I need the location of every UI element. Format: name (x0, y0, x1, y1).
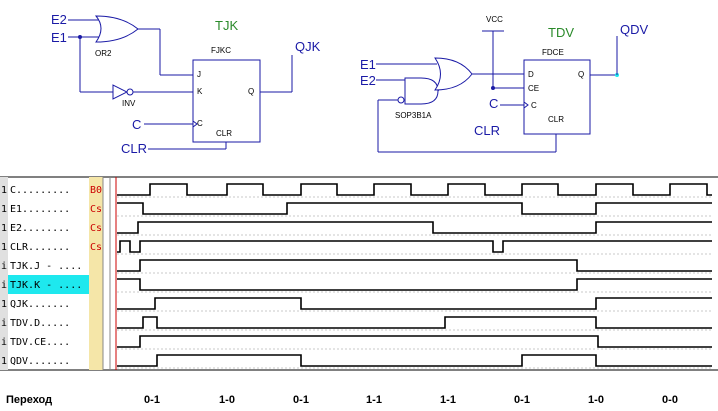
transition-label: 0-1 (293, 394, 309, 406)
pin-k: K (197, 87, 203, 96)
pin-ce: CE (528, 84, 539, 93)
signal-tag: Cs (90, 242, 102, 253)
transition-label: 0-0 (662, 394, 678, 406)
transition-label: 1-0 (219, 394, 235, 406)
waveforms (117, 183, 712, 367)
signal-prefix: i (1, 337, 7, 348)
signal-name[interactable]: QDV....... (10, 356, 70, 367)
signal-prefix: 1 (1, 223, 7, 234)
signal-prefix: i (1, 261, 7, 272)
signal-name[interactable]: TJK.J - .... (10, 261, 82, 272)
jk-schematic: E2 E1 OR2 INV TJK FJKC J K Q C CLR C CLR (51, 12, 321, 156)
or-gate-2 (434, 57, 473, 91)
clock-label-2: C (489, 96, 498, 111)
signal-tag: B0 (90, 185, 102, 196)
signal-prefix: 1 (1, 299, 7, 310)
signal-name[interactable]: QJK....... (10, 299, 70, 310)
pin-c-2: C (531, 101, 537, 110)
clock-label: C (132, 117, 141, 132)
and-gate (404, 77, 439, 105)
vcc-label: VCC (486, 15, 503, 24)
waveform (117, 240, 712, 253)
input-e2-label: E2 (51, 12, 67, 27)
pin-clr-2: CLR (548, 115, 564, 124)
fdce-flipflop (523, 59, 591, 135)
row-highlight (8, 275, 89, 294)
signal-tag: Cs (90, 223, 102, 234)
signal-name[interactable]: TJK.K - .... (10, 280, 82, 291)
signal-name[interactable]: TDV.CE.... (10, 337, 70, 348)
waveform (117, 183, 712, 196)
signal-prefix: 1 (1, 185, 7, 196)
clear-label: CLR (121, 141, 147, 156)
waveform (117, 335, 712, 348)
or-gate-label: OR2 (95, 49, 112, 58)
output-qdv-label: QDV (620, 22, 649, 37)
signal-prefix: i (1, 280, 7, 291)
transition-title: Переход (6, 394, 52, 406)
signal-name[interactable]: CLR....... (10, 242, 70, 253)
transition-labels: Переход 0-1 1-0 0-1 1-1 1-1 0-1 1-0 0-0 (6, 394, 678, 406)
signal-prefix: i (1, 318, 7, 329)
transition-label: 1-0 (588, 394, 604, 406)
input-e1-label: E1 (51, 30, 67, 45)
pin-clr: CLR (216, 129, 232, 138)
pin-c: C (197, 119, 203, 128)
waveform (117, 202, 712, 215)
pin-d: D (528, 70, 534, 79)
signal-prefix: 1 (1, 242, 7, 253)
pin-q: Q (248, 87, 254, 96)
waveform (117, 297, 712, 310)
signal-name[interactable]: TDV.D..... (10, 318, 70, 329)
inverter-gate (112, 84, 129, 100)
signal-name[interactable]: C......... (10, 185, 70, 196)
signal-name[interactable]: E2........ (10, 223, 70, 234)
signal-name[interactable]: E1........ (10, 204, 70, 215)
tdv-title: TDV (548, 25, 574, 40)
transition-label: 1-1 (440, 394, 456, 406)
fjkc-label: FJKC (211, 46, 231, 55)
waveform (117, 354, 712, 367)
input-e2-label-2: E2 (360, 73, 376, 88)
waveform (117, 221, 712, 234)
fdce-label: FDCE (542, 48, 564, 57)
or-gate (94, 15, 139, 43)
transition-label: 1-1 (366, 394, 382, 406)
pin-j: J (197, 70, 201, 79)
signal-prefix: 1 (1, 204, 7, 215)
waveform (117, 278, 712, 291)
tjk-title: TJK (215, 18, 238, 33)
transition-label: 0-1 (514, 394, 530, 406)
signal-tag: Cs (90, 204, 102, 215)
d-schematic: VCC E1 E2 SOP3B1A TDV FDCE D Q CE C CLR … (360, 15, 649, 153)
inverter-label: INV (122, 99, 136, 108)
pin-q-2: Q (578, 70, 584, 79)
waveform (117, 316, 712, 329)
waveform (117, 259, 712, 272)
transition-label: 0-1 (144, 394, 160, 406)
input-e1-label-2: E1 (360, 57, 376, 72)
clear-label-2: CLR (474, 123, 500, 138)
output-qjk-label: QJK (295, 39, 321, 54)
signal-prefix: 1 (1, 356, 7, 367)
sop-gate-label: SOP3B1A (395, 111, 432, 120)
